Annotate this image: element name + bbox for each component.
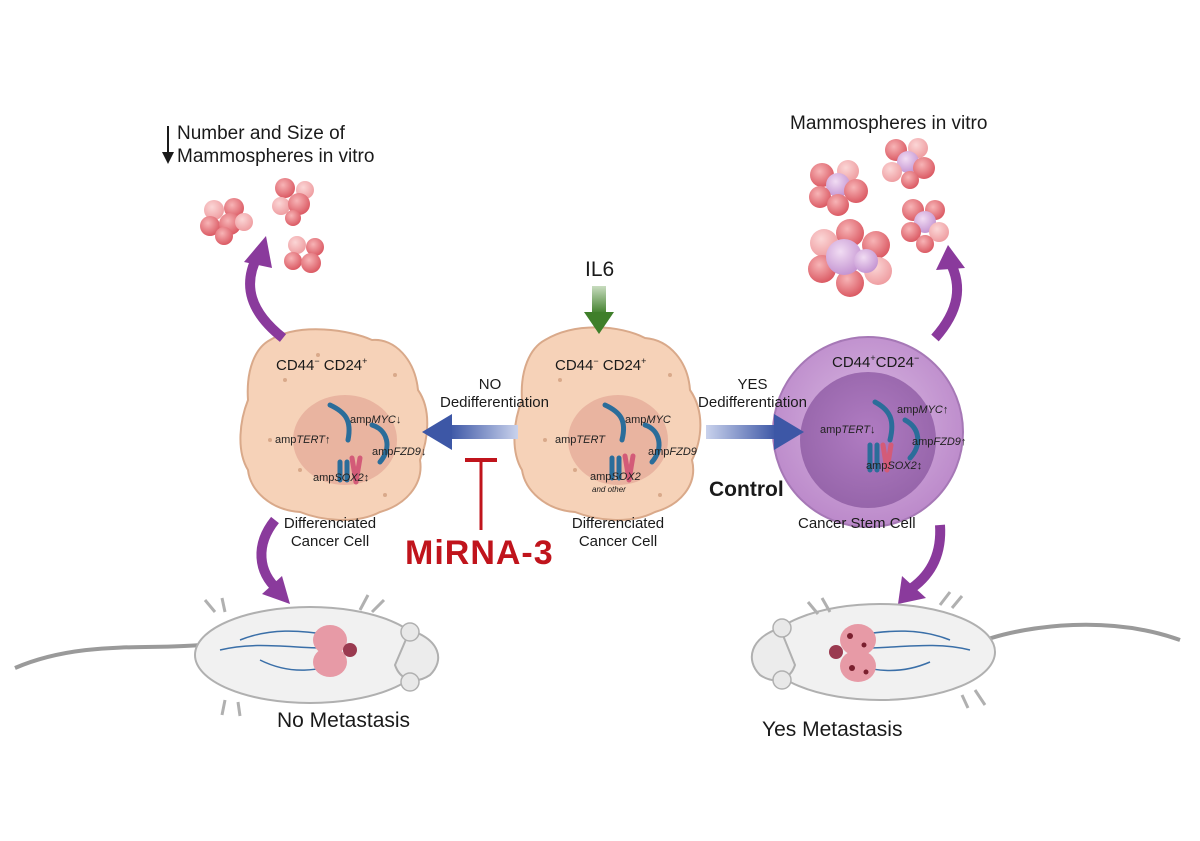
mirna-label: MiRNA-3 xyxy=(405,534,554,572)
right-top-title: Mammospheres in vitro xyxy=(790,113,988,134)
center-gene-tert: ampTERT xyxy=(555,434,605,446)
mouse-right xyxy=(750,591,1181,709)
center-gene-fzd9: ampFZD9 xyxy=(648,446,697,458)
mammosphere-cluster-left xyxy=(200,178,324,273)
blue-arrow-right xyxy=(706,414,804,450)
right-cell-markers: CD44+CD24− xyxy=(832,353,920,371)
nucleus-center xyxy=(568,395,668,485)
left-top-title-line1: Number and Size of xyxy=(177,123,345,144)
cancer-stem-cell xyxy=(772,336,964,528)
mammosphere-cluster-right xyxy=(808,138,949,297)
right-gene-fzd9: ampFZD9↑ xyxy=(912,436,967,448)
yes-dedifferentiation-label: YES Dedifferentiation xyxy=(698,376,807,411)
left-gene-sox2: ampSOX2↕ xyxy=(313,472,370,484)
mouse-left xyxy=(14,594,440,717)
right-gene-tert: ampTERT↓ xyxy=(820,424,876,436)
center-gene-sox2: ampSOX2 xyxy=(590,471,641,483)
purple-arrows xyxy=(244,236,965,604)
no-dedifferentiation-label: NO Dedifferentiation xyxy=(440,376,549,411)
yes-metastasis-label: Yes Metastasis xyxy=(762,718,903,741)
right-gene-sox2: ampSOX2↕ xyxy=(866,460,923,472)
no-metastasis-label: No Metastasis xyxy=(277,709,411,732)
right-gene-myc: ampMYC↑ xyxy=(897,404,949,416)
green-arrow-il6 xyxy=(584,286,614,334)
left-gene-myc: ampMYC↓ xyxy=(350,414,402,426)
left-gene-tert: ampTERT↑ xyxy=(275,434,331,446)
differentiated-cell-left xyxy=(239,328,429,521)
center-cell-caption: Differenciated Cancer Cell xyxy=(571,515,665,550)
control-label: Control xyxy=(709,478,784,501)
center-gene-other: and other xyxy=(592,485,626,494)
left-top-title-line2: Mammospheres in vitro xyxy=(177,146,375,167)
center-cell-markers: CD44− CD24+ xyxy=(555,356,647,374)
decrease-arrow-icon xyxy=(162,126,174,164)
left-gene-fzd9: ampFZD9↓ xyxy=(372,446,427,458)
left-cell-caption: Differenciated Cancer Cell xyxy=(283,515,377,550)
left-cell-markers: CD44− CD24+ xyxy=(276,356,368,374)
blue-arrow-left xyxy=(422,414,518,450)
differentiated-cell-center xyxy=(513,326,702,521)
center-gene-myc: ampMYC xyxy=(625,414,671,426)
il6-label: IL6 xyxy=(585,258,615,281)
nucleus-left xyxy=(293,395,397,485)
right-cell-caption: Cancer Stem Cell xyxy=(798,515,916,532)
inhibition-symbol xyxy=(465,458,497,530)
